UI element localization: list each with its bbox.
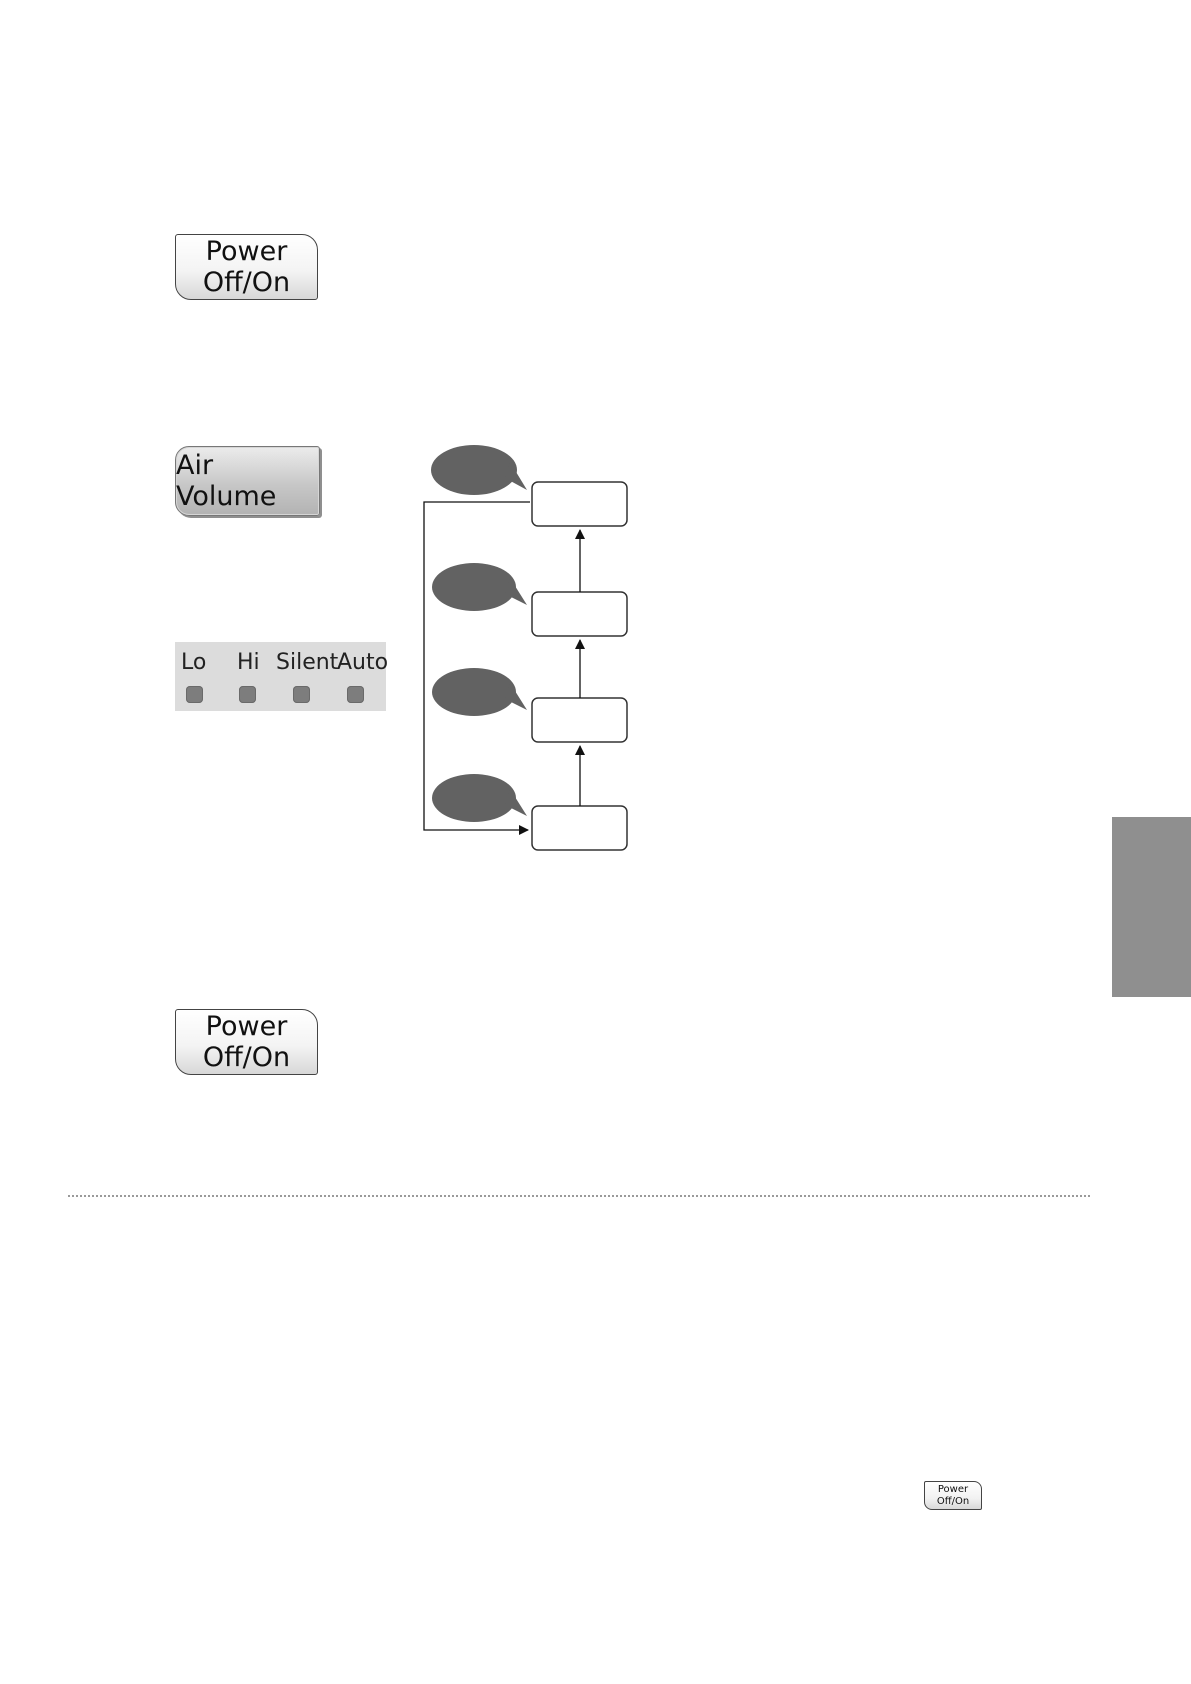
power-button-label-line1: Power <box>205 236 288 267</box>
mode-box-4 <box>531 805 628 851</box>
power-button-label-line1: Power <box>205 1011 288 1042</box>
led-indicator-auto <box>347 686 364 703</box>
mode-box-2 <box>531 591 628 637</box>
speech-bubble-1 <box>431 445 527 495</box>
led-indicator-silent <box>293 686 310 703</box>
speech-bubble-2 <box>432 563 527 611</box>
power-button-label-line2: Off/On <box>202 267 291 298</box>
mode-box-3 <box>531 697 628 743</box>
led-indicator-lo <box>186 686 203 703</box>
air-volume-indicator-panel: Lo Hi Silent Auto <box>175 642 389 711</box>
power-off-on-button-bottom[interactable]: Power Off/On <box>175 1009 318 1075</box>
mode-box-1 <box>531 481 628 527</box>
air-volume-button[interactable]: Air Volume <box>175 446 320 516</box>
dotted-separator <box>68 1195 1090 1197</box>
speech-bubble-3 <box>432 668 527 716</box>
small-power-label-line2: Off/On <box>936 1495 970 1507</box>
led-label-hi: Hi <box>237 650 260 675</box>
side-section-tab <box>1112 817 1191 997</box>
led-indicator-hi <box>239 686 256 703</box>
power-button-label-line2: Off/On <box>202 1042 291 1073</box>
speech-bubble-4 <box>432 774 527 822</box>
air-volume-label: Air Volume <box>176 450 277 512</box>
led-label-lo: Lo <box>181 650 207 675</box>
power-off-on-button-top[interactable]: Power Off/On <box>175 234 318 300</box>
led-label-silent: Silent <box>276 650 339 675</box>
led-label-auto: Auto <box>337 650 389 675</box>
power-off-on-small-icon: Power Off/On <box>924 1481 982 1510</box>
small-power-label-line1: Power <box>937 1483 969 1495</box>
loop-back-arrow <box>423 501 530 835</box>
